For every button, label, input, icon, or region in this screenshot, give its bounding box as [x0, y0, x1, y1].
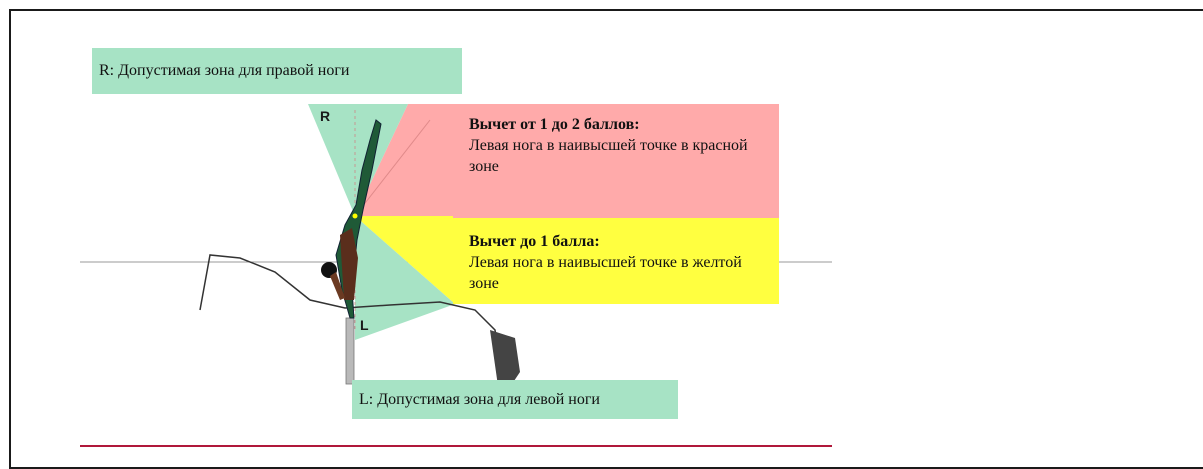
- mat-shadow: [490, 330, 520, 386]
- right-leg-zone-label: R: Допустимая зона для правой ноги: [92, 48, 462, 94]
- right-zone-marker: R: [320, 108, 331, 124]
- red-zone: [355, 104, 455, 216]
- gymnast-arm: [330, 272, 345, 300]
- red-zone-deduction-title: Вычет от 1 до 2 баллов:: [469, 116, 640, 133]
- left-leg-zone-text: L: Допустимая зона для левой ноги: [359, 390, 600, 408]
- left-zone-marker: L: [360, 317, 369, 333]
- left-leg-zone-label: L: Допустимая зона для левой ноги: [352, 380, 678, 419]
- red-zone-deduction-box: Вычет от 1 до 2 баллов: Левая нога в наи…: [453, 104, 779, 218]
- guide-line-red: [354, 119, 431, 217]
- yellow-zone-deduction-title: Вычет до 1 балла:: [469, 233, 600, 250]
- gymnast-torso: [340, 228, 358, 300]
- right-leg-zone: [308, 104, 408, 216]
- red-zone-deduction-description: Левая нога в наивысшей точке в красной з…: [469, 137, 748, 175]
- pivot-point: [352, 213, 358, 219]
- yellow-zone-deduction-box: Вычет до 1 балла: Левая нога в наивысшей…: [453, 218, 779, 304]
- support-leg: [345, 317, 355, 385]
- right-leg-zone-text: R: Допустимая зона для правой ноги: [99, 62, 350, 79]
- yellow-zone-deduction-description: Левая нога в наивысшей точке в желтой зо…: [469, 254, 742, 292]
- left-leg-zone: [355, 216, 455, 340]
